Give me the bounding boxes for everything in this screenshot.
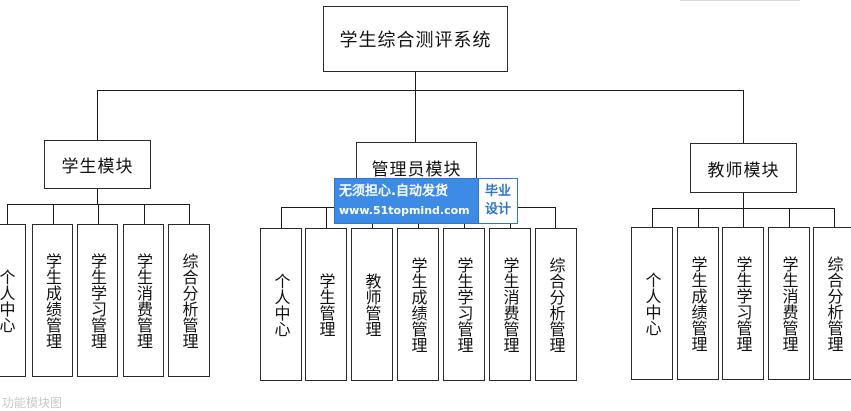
divider [680, 0, 800, 1]
leaf-node: 个人中心 [260, 228, 302, 381]
leaf-node: 教师管理 [351, 228, 393, 381]
watermark-badge-bottom: 设计 [484, 202, 511, 217]
leaf-node: 综合分析管理 [813, 227, 851, 380]
leaf-label: 学生消费管理 [779, 255, 799, 352]
connector [97, 189, 98, 204]
connector [415, 90, 416, 142]
connector [98, 204, 99, 224]
leaf-label: 学生学习管理 [733, 255, 753, 352]
connector [789, 208, 790, 227]
leaf-node: 综合分析管理 [535, 228, 577, 381]
connector [698, 208, 699, 227]
leaf-label: 学生消费管理 [134, 252, 153, 349]
leaf-node: 学生消费管理 [489, 228, 531, 381]
connector [53, 204, 54, 224]
leaf-label: 个人中心 [0, 268, 16, 333]
leaf-node: 学生学习管理 [443, 228, 485, 381]
leaf-label: 综合分析管理 [546, 256, 566, 353]
connector [144, 204, 145, 224]
leaf-node: 学生学习管理 [77, 224, 118, 377]
watermark-banner: 无须担心.自动发货 www.51topmind.com 毕业 设计 [334, 178, 518, 224]
module-label: 管理员模块 [371, 159, 462, 180]
connector [97, 90, 98, 140]
watermark-badge-top: 毕业 [484, 184, 511, 199]
leaf-node: 学生消费管理 [768, 227, 810, 380]
leaf-label: 学生学习管理 [88, 252, 107, 349]
watermark-line2: www.51topmind.com [339, 204, 470, 217]
leaf-node: 学生消费管理 [123, 224, 164, 377]
leaf-node: 学生成绩管理 [677, 227, 719, 380]
leaf-label: 学生成绩管理 [688, 255, 708, 352]
connector [326, 207, 327, 228]
connector [743, 90, 744, 143]
leaf-label: 学生学习管理 [454, 256, 474, 353]
leaf-node: 个人中心 [0, 224, 26, 377]
connector [7, 204, 8, 224]
leaf-node: 学生成绩管理 [32, 224, 73, 377]
connector [281, 207, 282, 228]
leaf-label: 综合分析管理 [179, 252, 199, 349]
connector [97, 90, 744, 91]
figure-caption: 功能模块图 [2, 396, 63, 410]
module-teacher: 教师模块 [690, 143, 797, 193]
leaf-label: 综合分析管理 [824, 255, 844, 352]
watermark-line1: 无须担心.自动发货 [339, 184, 448, 199]
root-label: 学生综合测评系统 [339, 30, 492, 51]
module-student: 学生模块 [44, 140, 151, 189]
leaf-label: 教师管理 [362, 272, 382, 337]
leaf-label: 学生成绩管理 [43, 252, 62, 349]
leaf-label: 学生成绩管理 [408, 256, 428, 353]
module-label: 教师模块 [707, 160, 780, 181]
root-node: 学生综合测评系统 [323, 6, 508, 72]
connector [652, 208, 653, 227]
leaf-node: 学生学习管理 [722, 227, 764, 380]
leaf-label: 个人中心 [271, 272, 291, 337]
connector [415, 72, 416, 90]
watermark-text: 无须担心.自动发货 www.51topmind.com [335, 179, 478, 223]
connector [555, 207, 556, 228]
leaf-node: 综合分析管理 [168, 224, 210, 377]
leaf-label: 个人中心 [642, 271, 662, 336]
leaf-node: 个人中心 [631, 227, 673, 380]
leaf-label: 学生管理 [316, 272, 336, 337]
leaf-node: 学生成绩管理 [397, 228, 439, 381]
connector [189, 204, 190, 224]
connector [834, 208, 835, 227]
module-label: 学生模块 [61, 157, 134, 177]
connector [743, 193, 744, 208]
connector [743, 208, 744, 227]
watermark-badge: 毕业 设计 [478, 179, 517, 223]
leaf-label: 学生消费管理 [500, 256, 520, 353]
leaf-node: 学生管理 [305, 228, 347, 381]
